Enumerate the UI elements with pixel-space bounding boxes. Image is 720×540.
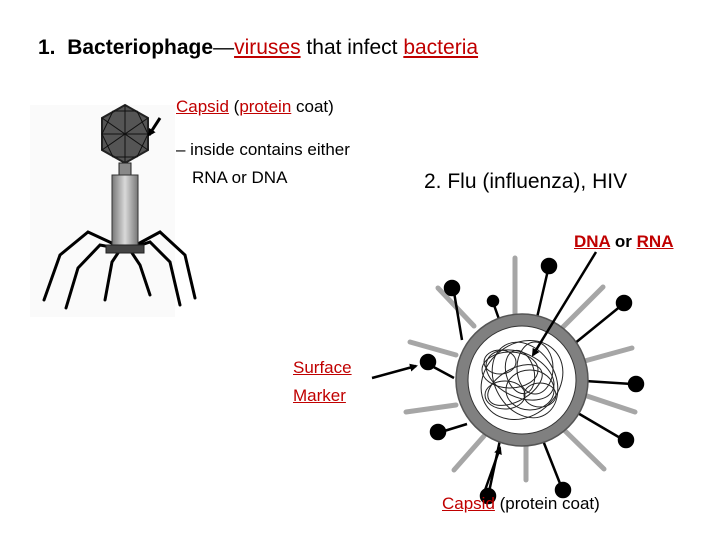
inside-text-line2: RNA or DNA: [192, 168, 288, 187]
title-number: 1.: [38, 36, 56, 59]
title-middle: that infect: [300, 36, 404, 59]
capsid-open: (: [228, 97, 240, 116]
slide-title: 1. Bacteriophage—viruses that infect bac…: [38, 36, 478, 60]
dna-word: DNA: [574, 232, 611, 251]
bacteriophage-image: [30, 103, 197, 317]
capsid-bottom-word: Capsid: [442, 494, 495, 513]
title-word: Bacteriophage: [67, 36, 214, 59]
capsid-close: coat): [291, 97, 334, 116]
capsid-word: Capsid: [176, 97, 229, 116]
flu-heading: 2. Flu (influenza), HIV: [424, 170, 628, 193]
dna-or-rna-label: DNA or RNA: [574, 232, 674, 252]
capsid-label-bottom: Capsid (protein coat): [442, 494, 600, 514]
or-word: or: [610, 232, 637, 251]
inside-text-line1: – inside contains either: [176, 140, 350, 159]
capsid-bottom-rest: (protein coat): [494, 494, 600, 513]
surface-label-line2: Marker: [293, 386, 346, 405]
title-bacteria: bacteria: [403, 36, 479, 59]
flu-virus-diagram: [371, 251, 645, 505]
surface-label-line1: Surface: [293, 358, 352, 377]
rna-word: RNA: [636, 232, 674, 251]
title-viruses: viruses: [234, 36, 301, 59]
capsid-label-top: Capsid (protein coat): [176, 97, 334, 117]
title-dash: —: [213, 36, 235, 59]
protein-word: protein: [239, 97, 292, 116]
